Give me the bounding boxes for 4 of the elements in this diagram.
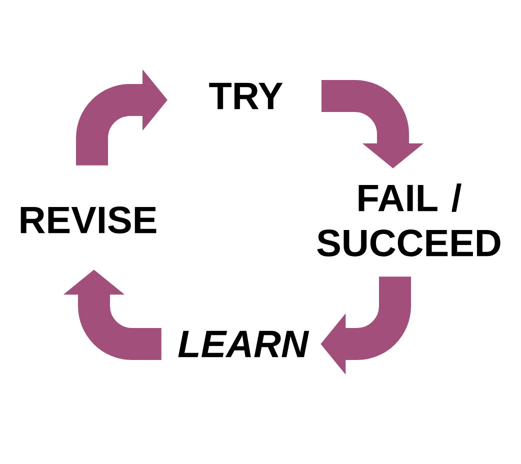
step-label: TRY [209,82,283,110]
step-label: FAIL / SUCCEED [317,184,500,256]
step-label: LEARN [178,330,310,358]
step-label: REVISE [20,206,156,234]
